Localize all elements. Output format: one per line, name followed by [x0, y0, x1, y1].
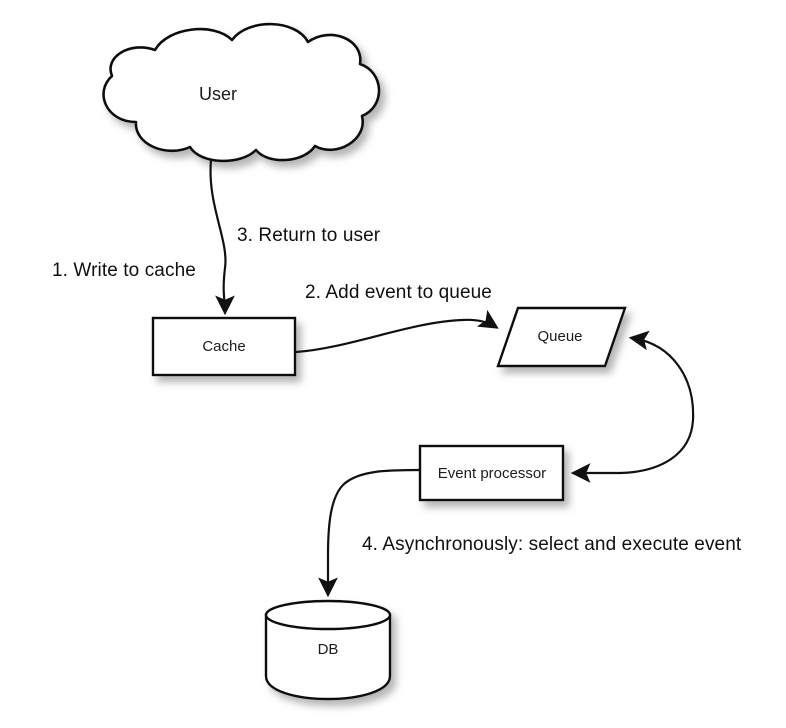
db-body-shape	[264, 613, 392, 701]
edge-event-processor-to-db	[318, 468, 420, 598]
event-processor-shape	[418, 444, 565, 502]
node-user[interactable]	[102, 22, 381, 163]
edge-user-to-cache	[209, 159, 235, 316]
queue-shape	[496, 306, 627, 368]
edge-cache-to-queue	[295, 309, 499, 354]
node-cache[interactable]	[151, 316, 297, 377]
cloud-shape	[102, 22, 381, 163]
node-event-processor[interactable]	[418, 444, 565, 502]
edge-queue-event-processor	[570, 330, 695, 483]
step-label-4-asynchronously-select-and-execute-event: 4. Asynchronously: select and execute ev…	[362, 534, 742, 555]
db-top-ellipse	[264, 599, 392, 631]
node-db[interactable]	[264, 599, 392, 701]
step-label-3-return-to-user: 3. Return to user	[237, 225, 381, 246]
node-queue[interactable]	[496, 306, 627, 368]
step-label-2-add-event-to-queue: 2. Add event to queue	[305, 282, 492, 303]
step-label-1-write-to-cache: 1. Write to cache	[52, 260, 196, 281]
cache-shape	[151, 316, 297, 377]
